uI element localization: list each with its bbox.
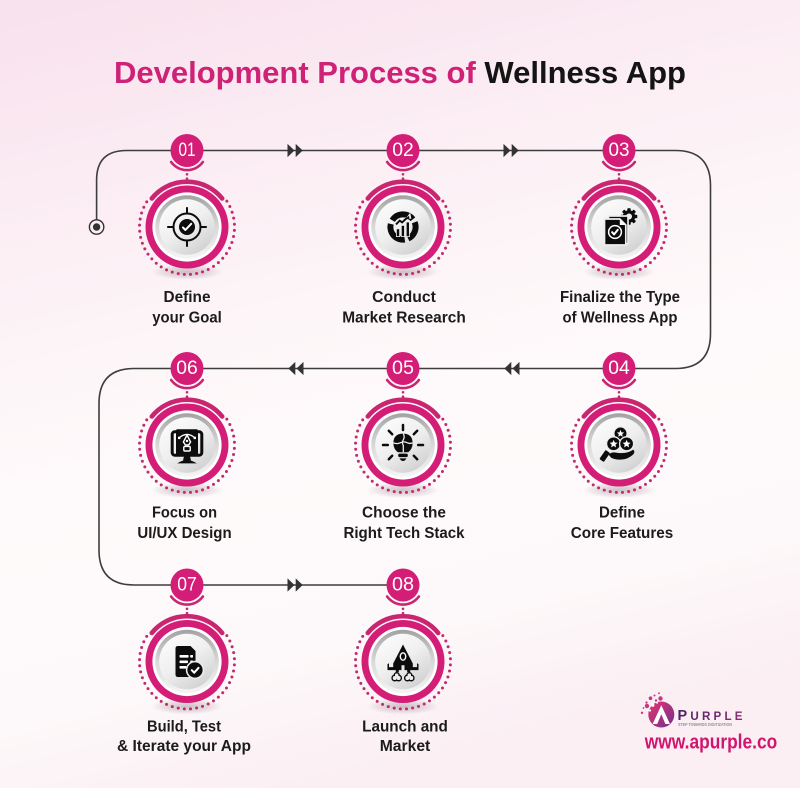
svg-text:08: 08 <box>392 575 414 596</box>
svg-text:Focus on: Focus on <box>152 505 217 522</box>
svg-text:& Iterate your App: & Iterate your App <box>117 738 251 755</box>
svg-text:Build, Test: Build, Test <box>147 719 222 736</box>
svg-text:www.apurple.co: www.apurple.co <box>644 732 777 754</box>
svg-text:PURPLE: PURPLE <box>678 708 746 724</box>
svg-text:UI/UX Design: UI/UX Design <box>137 525 231 542</box>
svg-text:Market Research: Market Research <box>342 310 466 327</box>
svg-text:Finalize the Type: Finalize the Type <box>560 289 680 306</box>
svg-text:Market: Market <box>380 738 431 755</box>
svg-text:02: 02 <box>392 140 414 161</box>
svg-text:Choose the: Choose the <box>362 505 446 522</box>
svg-text:07: 07 <box>177 575 197 596</box>
svg-text:04: 04 <box>608 358 630 379</box>
svg-text:05: 05 <box>392 358 414 379</box>
svg-text:01: 01 <box>179 140 196 161</box>
svg-text:Right Tech Stack: Right Tech Stack <box>344 525 465 542</box>
svg-text:Core Features: Core Features <box>571 525 674 542</box>
svg-text:Conduct: Conduct <box>372 289 436 306</box>
svg-text:Define: Define <box>599 505 645 522</box>
svg-text:06: 06 <box>176 358 198 379</box>
svg-text:Launch and: Launch and <box>362 719 448 736</box>
svg-text:of Wellness App: of Wellness App <box>563 310 678 327</box>
svg-text:Define: Define <box>164 289 211 306</box>
svg-text:your Goal: your Goal <box>152 310 222 327</box>
svg-text:STEP TOWARDS DIGITIZATION: STEP TOWARDS DIGITIZATION <box>678 722 732 727</box>
svg-text:03: 03 <box>609 140 630 161</box>
svg-text:Development Process of Wellnes: Development Process of Wellness App <box>114 55 686 90</box>
